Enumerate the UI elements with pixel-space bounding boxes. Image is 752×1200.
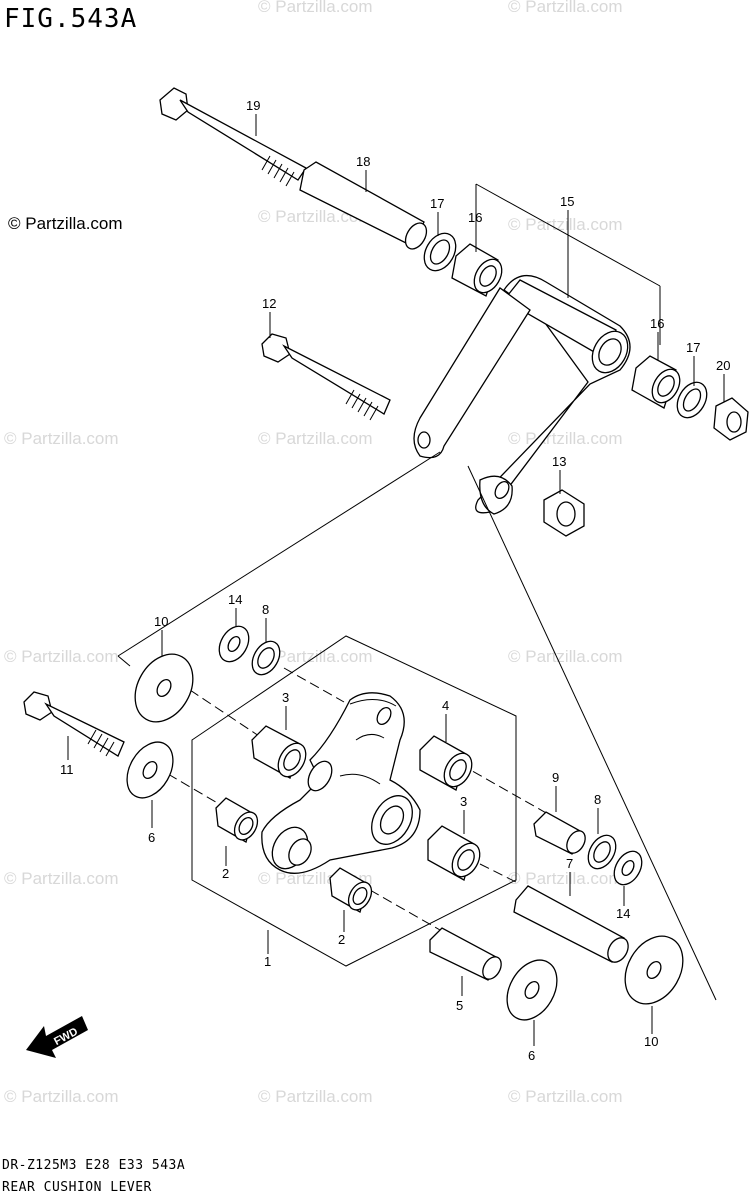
bearing-16-left xyxy=(451,243,503,297)
callout-6: 6 xyxy=(148,830,155,845)
watermark: © Partzilla.com xyxy=(4,869,119,888)
bolt-19 xyxy=(159,87,307,187)
bearing-2-left xyxy=(215,797,259,843)
callout-17: 17 xyxy=(430,196,444,211)
diagram-title-line: REAR CUSHION LEVER xyxy=(2,1180,152,1195)
bearing-2-lower xyxy=(329,867,373,913)
callout-17: 17 xyxy=(686,340,700,355)
callout-16: 16 xyxy=(468,210,482,225)
callout-7: 7 xyxy=(566,856,573,871)
watermark: © Partzilla.com xyxy=(508,0,623,16)
washer-6-right xyxy=(506,959,558,1021)
bolt-11 xyxy=(23,691,125,757)
watermark: © Partzilla.com xyxy=(508,1087,623,1106)
bearing-3-lower xyxy=(427,825,481,881)
alignment-line xyxy=(167,773,227,809)
callout-14: 14 xyxy=(616,906,630,921)
callout-3: 3 xyxy=(460,794,467,809)
copyright-text: © Partzilla.com xyxy=(8,214,123,233)
cushion-rod-15 xyxy=(413,274,631,515)
callout-9: 9 xyxy=(552,770,559,785)
leader-line xyxy=(117,655,131,667)
callout-15: 15 xyxy=(560,194,574,209)
callout-2: 2 xyxy=(338,932,345,947)
callout-20: 20 xyxy=(716,358,730,373)
bolt-12 xyxy=(261,333,391,421)
callout-13: 13 xyxy=(552,454,566,469)
callout-10: 10 xyxy=(154,614,168,629)
callout-11: 11 xyxy=(60,762,74,777)
alignment-line xyxy=(479,863,521,885)
callout-19: 19 xyxy=(246,98,260,113)
washer-6-left xyxy=(126,741,174,799)
callout-leaders xyxy=(67,114,725,1046)
fwd-label: FWD xyxy=(52,1026,80,1048)
seal-8-right xyxy=(587,834,617,870)
seal-17-left xyxy=(423,232,457,272)
callout-2: 2 xyxy=(222,866,229,881)
washer-14-left xyxy=(218,625,250,663)
exploded-parts-diagram: © Partzilla.com © Partzilla.com © Partzi… xyxy=(4,0,749,1106)
leader-line xyxy=(467,465,717,1001)
watermark: © Partzilla.com xyxy=(4,429,119,448)
callout-6: 6 xyxy=(528,1048,535,1063)
sleeve-18 xyxy=(299,161,428,250)
callout-5: 5 xyxy=(456,998,463,1013)
figure-title: FIG.543A xyxy=(4,4,138,34)
callout-18: 18 xyxy=(356,154,370,169)
watermark: © Partzilla.com xyxy=(508,215,623,234)
callout-3: 3 xyxy=(282,690,289,705)
leader-line xyxy=(117,451,441,657)
watermark: © Partzilla.com xyxy=(258,0,373,16)
nut-20 xyxy=(713,397,749,441)
callout-16: 16 xyxy=(650,316,664,331)
callout-1: 1 xyxy=(264,954,271,969)
alignment-line xyxy=(459,763,549,815)
watermark: © Partzilla.com xyxy=(4,647,119,666)
bearing-4 xyxy=(419,735,473,791)
seal-8-left xyxy=(251,640,281,676)
seal-17-right xyxy=(676,381,708,419)
callout-4: 4 xyxy=(442,698,449,713)
callout-14: 14 xyxy=(228,592,242,607)
watermark: © Partzilla.com xyxy=(508,647,623,666)
callout-8: 8 xyxy=(262,602,269,617)
callout-numbers: 19 18 17 16 15 12 16 17 20 13 14 8 10 3 … xyxy=(60,98,730,1063)
watermark: © Partzilla.com xyxy=(258,1087,373,1106)
watermark: © Partzilla.com xyxy=(508,869,623,888)
alignment-line xyxy=(189,689,263,739)
alignment-line xyxy=(283,667,345,703)
bearing-3-upper xyxy=(251,725,307,779)
alignment-line xyxy=(369,889,441,931)
sleeve-5 xyxy=(429,927,502,981)
washer-10-right xyxy=(624,935,684,1005)
watermark: © Partzilla.com xyxy=(258,429,373,448)
watermark: © Partzilla.com xyxy=(508,429,623,448)
watermark: © Partzilla.com xyxy=(4,1087,119,1106)
washer-10-left xyxy=(134,653,194,723)
lever-group-frame xyxy=(191,635,517,967)
nut-13 xyxy=(543,489,585,537)
callout-10: 10 xyxy=(644,1034,658,1049)
bearing-16-right xyxy=(631,355,681,409)
sleeve-9 xyxy=(533,811,586,855)
washer-14-right xyxy=(613,850,643,886)
callout-8: 8 xyxy=(594,792,601,807)
fwd-arrow-icon: FWD xyxy=(26,1016,88,1058)
model-code-line: DR-Z125M3 E28 E33 543A xyxy=(2,1158,186,1173)
cushion-lever-1 xyxy=(261,692,421,874)
sleeve-7 xyxy=(513,885,629,963)
callout-12: 12 xyxy=(262,296,276,311)
